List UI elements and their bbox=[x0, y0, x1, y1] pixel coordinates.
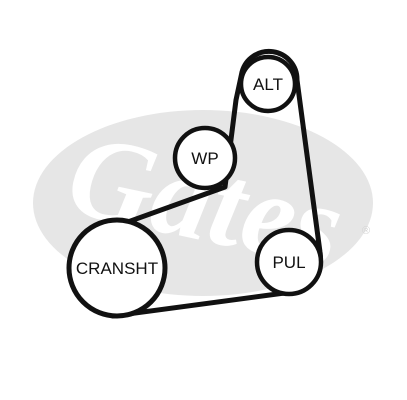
pulley-pul-circle bbox=[254, 227, 324, 297]
pulley-alt-label: ALT bbox=[253, 75, 283, 94]
pulley-cransht: CRANSHT bbox=[66, 217, 168, 319]
pulley-pul: PUL bbox=[254, 227, 324, 297]
pulley-wp-label: WP bbox=[191, 149, 218, 168]
pulley-alt-circle bbox=[238, 54, 298, 114]
watermark-registered-mark: ® bbox=[362, 225, 370, 237]
pulley-cransht-label: CRANSHT bbox=[76, 259, 158, 278]
pulley-wp-circle bbox=[172, 125, 238, 191]
pulley-wp: WP bbox=[172, 125, 238, 191]
pulley-alt: ALT bbox=[238, 54, 298, 114]
pulley-cransht-circle bbox=[66, 217, 168, 319]
pulley-pul-label: PUL bbox=[272, 253, 305, 272]
